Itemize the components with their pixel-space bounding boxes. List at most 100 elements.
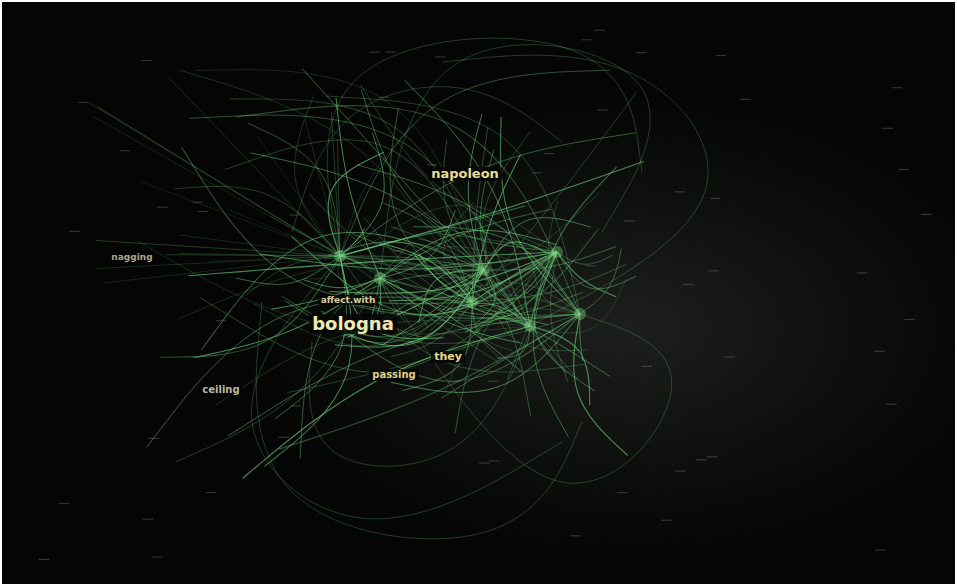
network-edge	[251, 256, 562, 519]
network-edge	[292, 87, 562, 232]
faint-term	[143, 519, 153, 520]
faint-term	[675, 471, 685, 472]
faint-term	[488, 381, 498, 382]
faint-term	[148, 438, 158, 439]
network-edge	[147, 297, 472, 447]
faint-term	[696, 459, 706, 460]
faint-term	[393, 250, 403, 251]
network-edge	[236, 106, 580, 314]
faint-term	[499, 321, 509, 322]
network-edge	[380, 45, 650, 278]
network-edge	[175, 186, 340, 256]
network-edge	[472, 92, 637, 302]
hub-glow	[478, 264, 490, 276]
network-edge	[484, 218, 591, 270]
faint-term	[641, 366, 651, 367]
faint-term	[905, 319, 915, 320]
network-edge	[380, 278, 672, 483]
network-edge	[443, 202, 473, 302]
network-edge	[327, 38, 642, 256]
network-edge	[380, 230, 557, 278]
faint-term	[707, 456, 717, 457]
hub-glow	[524, 320, 536, 332]
network-edge	[180, 235, 340, 256]
network-edge	[331, 112, 340, 256]
network-edge	[281, 270, 484, 337]
network-edge	[313, 270, 484, 346]
faint-term	[661, 520, 671, 521]
faint-term	[899, 169, 909, 170]
faint-term	[585, 265, 595, 266]
network-edge	[225, 140, 484, 270]
network-edge	[408, 295, 580, 344]
faint-term	[857, 272, 867, 273]
faint-term	[886, 404, 896, 405]
faint-term	[39, 559, 49, 560]
network-edge	[557, 252, 636, 289]
network-edge	[424, 264, 484, 270]
network-edge	[455, 252, 557, 433]
network-edge	[260, 252, 557, 269]
network-edge	[247, 256, 340, 294]
network-edge	[472, 256, 546, 302]
hub-glow	[551, 246, 563, 258]
network-edge	[209, 256, 340, 261]
network-edge	[534, 252, 594, 391]
faint-term	[493, 298, 503, 299]
hub-glow	[334, 250, 346, 262]
network-edge	[228, 210, 340, 256]
faint-term	[892, 87, 902, 88]
network-edge	[530, 326, 590, 406]
faint-term	[710, 198, 720, 199]
network-edge	[482, 132, 530, 326]
network-edge	[309, 326, 532, 466]
network-edges	[90, 38, 708, 539]
network-edge	[361, 85, 557, 252]
network-edge	[248, 123, 340, 256]
network-hubs	[39, 30, 932, 560]
faint-term	[595, 30, 605, 31]
network-edge	[361, 90, 557, 252]
term-label: affect.with	[318, 295, 379, 305]
network-edge	[251, 153, 530, 326]
faint-term	[369, 52, 379, 53]
network-edge	[271, 278, 380, 309]
faint-term	[379, 97, 389, 98]
network-edge	[180, 70, 472, 302]
term-label: bologna	[309, 314, 397, 335]
hub-glow	[574, 308, 586, 320]
faint-term	[683, 284, 693, 285]
faint-term	[875, 549, 885, 550]
faint-term	[635, 52, 645, 53]
network-edge	[442, 55, 708, 326]
network-edge	[256, 302, 582, 539]
faint-term	[570, 535, 580, 536]
network-edge	[179, 253, 340, 256]
network-edge	[472, 246, 503, 302]
network-edge	[305, 119, 340, 256]
network-edge	[391, 302, 472, 357]
faint-term	[193, 202, 203, 203]
network-edge	[574, 314, 628, 456]
term-label: napoleon	[428, 167, 502, 182]
network-edge	[292, 236, 557, 315]
faint-term	[291, 405, 301, 406]
faint-term	[157, 207, 167, 208]
faint-term	[581, 39, 591, 40]
faint-term	[78, 102, 88, 103]
faint-term	[716, 55, 726, 56]
faint-term	[724, 356, 734, 357]
network-edge	[190, 115, 530, 326]
faint-term	[883, 128, 893, 129]
term-label: they	[431, 351, 465, 364]
faint-term	[198, 211, 208, 212]
network-edge	[324, 258, 380, 278]
network-edge	[340, 133, 384, 256]
faint-term	[532, 172, 542, 173]
faint-term	[120, 150, 130, 151]
network-edge	[380, 244, 409, 278]
faint-term	[544, 153, 554, 154]
faint-term	[479, 462, 489, 463]
